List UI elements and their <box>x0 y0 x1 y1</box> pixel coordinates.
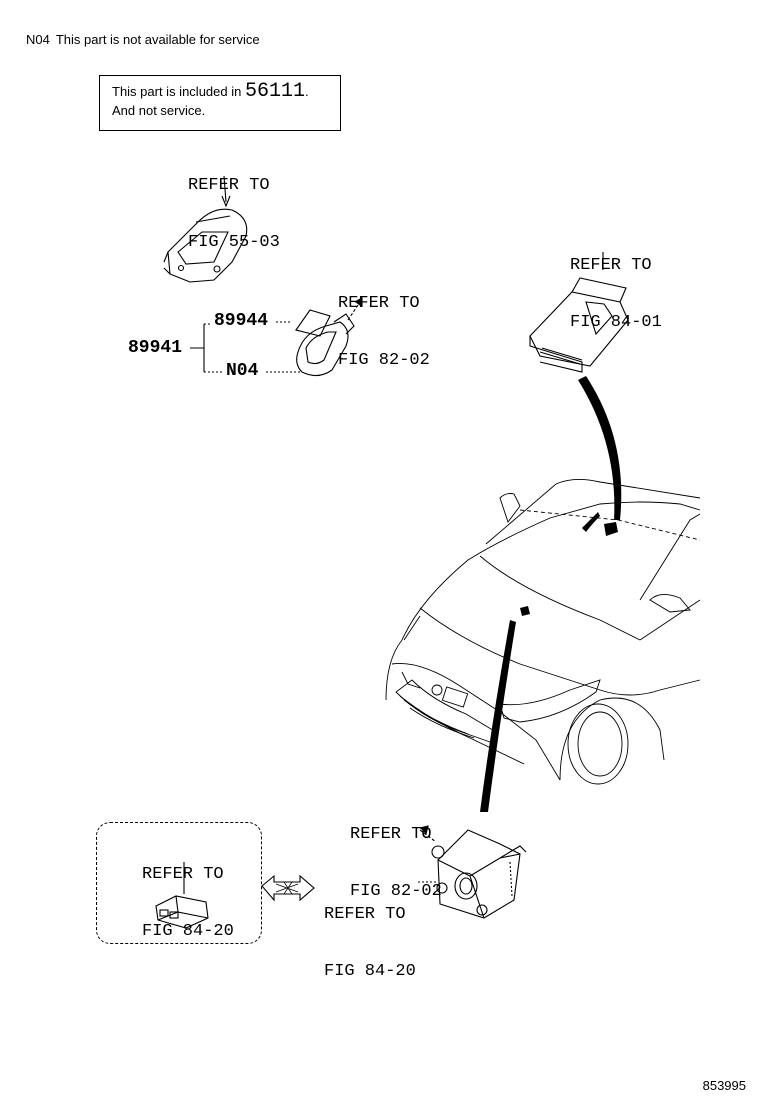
note-text: This part is not available for service <box>55 32 260 47</box>
leader-line <box>578 376 622 520</box>
refer-label: REFER TO <box>570 256 652 275</box>
figure-id: 853995 <box>702 1078 746 1093</box>
part-number-89944[interactable]: 89944 <box>214 311 269 331</box>
refer-label: REFER TO <box>142 865 224 884</box>
refer-label: REFER TO <box>324 905 406 924</box>
notice-line-1: This part is included in 56111. <box>112 80 328 103</box>
connector-callout-box <box>96 822 262 944</box>
key-shell-icon <box>163 208 248 283</box>
part-number-n04[interactable]: N04 <box>226 361 259 381</box>
notice-part-number[interactable]: 56111 <box>244 80 305 103</box>
car-illustration <box>385 479 701 785</box>
refer-label: REFER TO <box>338 294 420 313</box>
sensor-unit-icon <box>431 829 527 919</box>
control-module-icon <box>529 277 629 373</box>
refer-fig-84-20-mid[interactable]: REFER TO FIG 84-20 <box>324 867 416 1000</box>
notice-line-2: And not service. <box>112 103 206 118</box>
double-arrow-icon <box>261 874 315 902</box>
note-code: N04 <box>26 32 50 47</box>
bracket-line <box>190 324 205 372</box>
part-number-89941[interactable]: 89941 <box>128 338 183 358</box>
refer-fig-84-01[interactable]: REFER TO FIG 84-01 <box>570 218 662 351</box>
key-fob-icon <box>295 309 355 377</box>
refer-fig-84-20-box[interactable]: REFER TO FIG 84-20 <box>142 827 234 960</box>
notice-period: . <box>304 84 309 99</box>
leader-line <box>480 620 516 812</box>
refer-figure: FIG 84-20 <box>324 962 416 981</box>
refer-label: REFER TO <box>188 176 270 195</box>
location-marker-icon <box>604 522 618 536</box>
refer-figure: FIG 82-02 <box>338 351 430 370</box>
notice-text: This part is included in <box>112 84 242 99</box>
arrowhead <box>221 195 231 208</box>
notice-box: This part is included in 56111. And not … <box>99 75 341 131</box>
connector-icon <box>155 862 209 929</box>
refer-figure: FIG 82-02 <box>350 882 442 901</box>
refer-fig-82-02-top[interactable]: REFER TO FIG 82-02 <box>338 256 430 389</box>
location-marker-icon <box>520 606 530 616</box>
refer-figure: FIG 84-01 <box>570 313 662 332</box>
location-marker-icon <box>582 512 600 532</box>
leader-line <box>223 175 227 203</box>
refer-figure: FIG 84-20 <box>142 922 234 941</box>
service-note: N04 This part is not available for servic… <box>26 32 260 47</box>
